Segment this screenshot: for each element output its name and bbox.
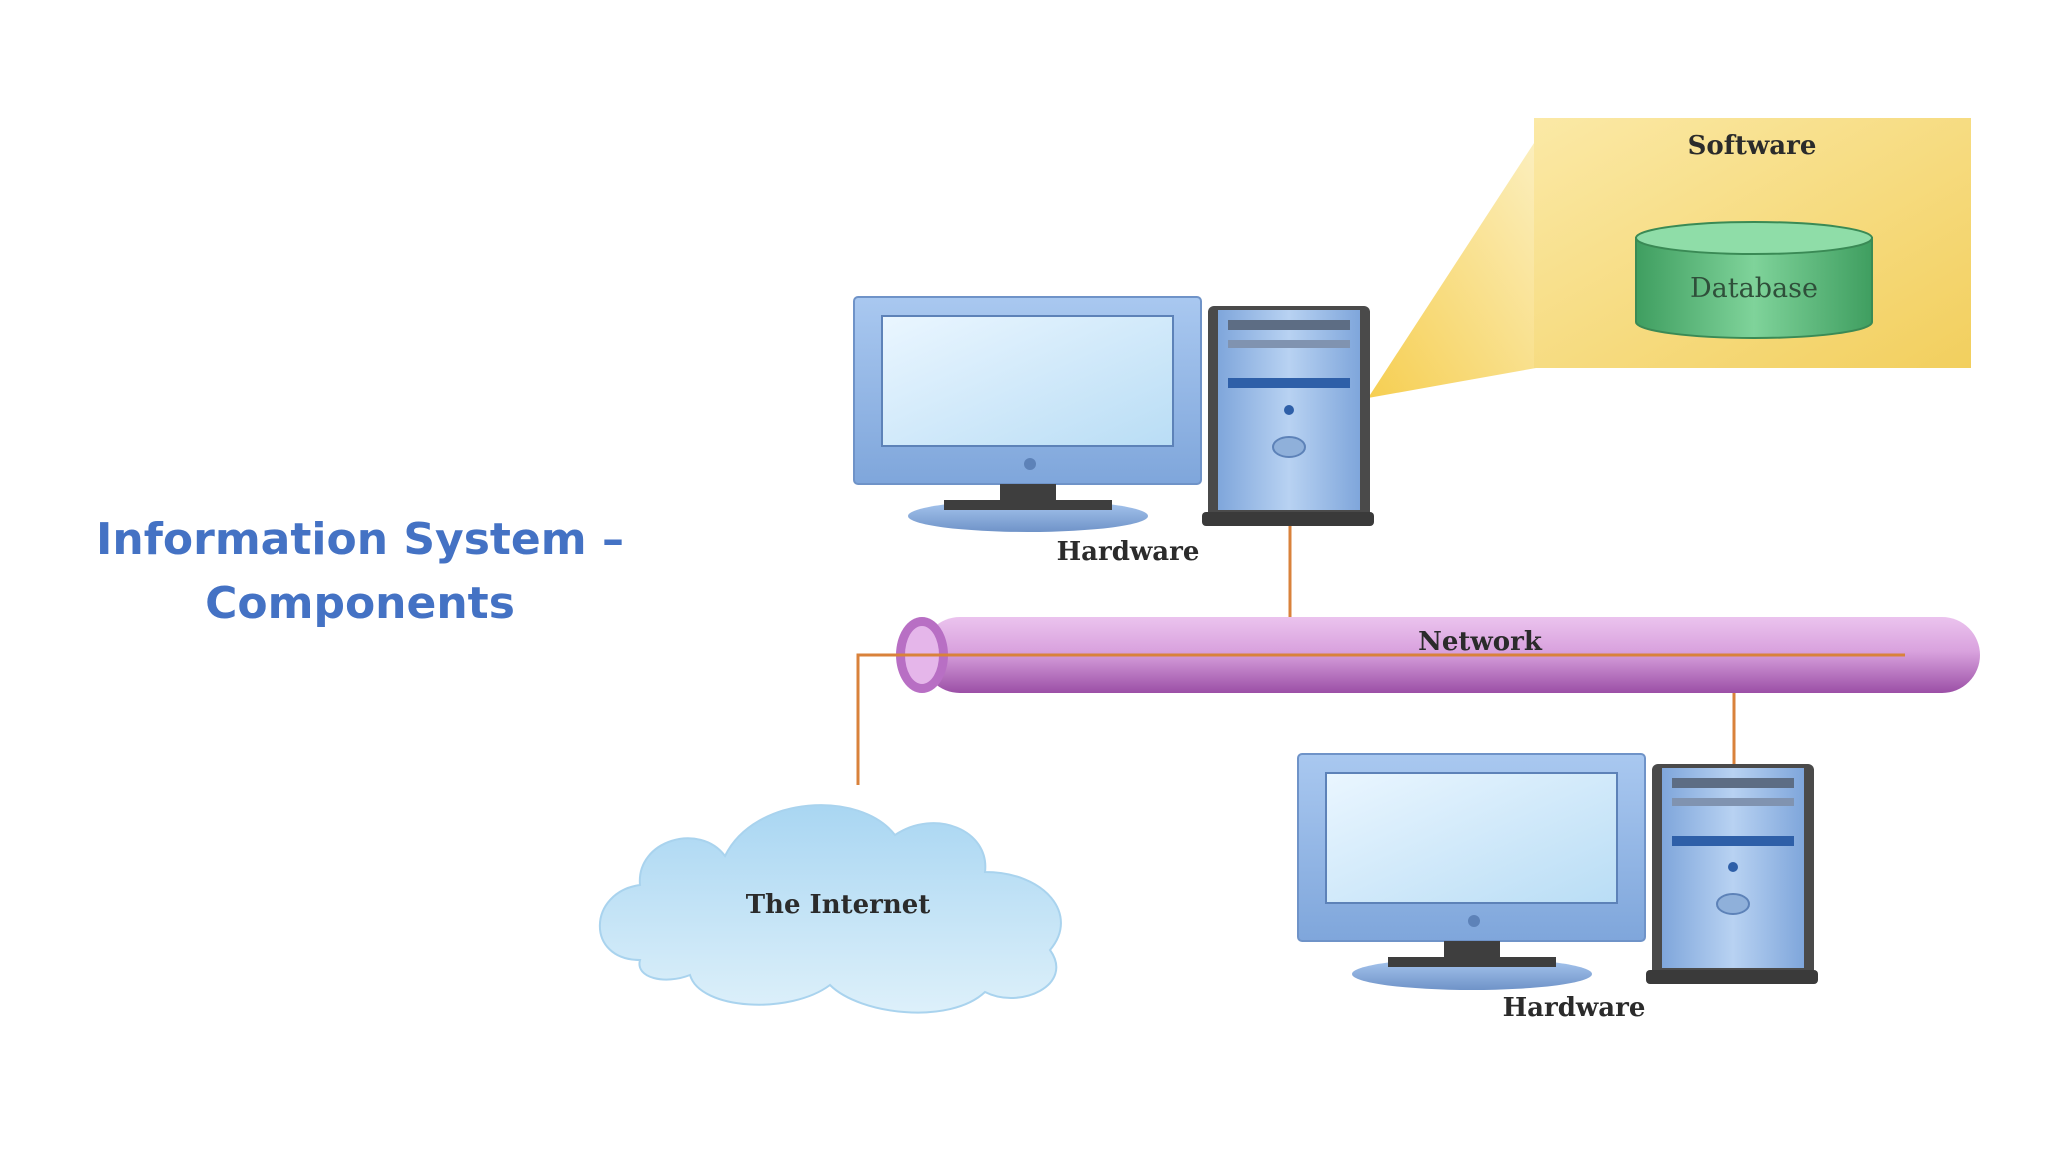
software-box: Software Database [1534, 118, 1971, 368]
slide-title: Information System – Components [70, 508, 650, 636]
slide-title-line-2: Components [205, 578, 515, 629]
bottom-monitor-icon [1297, 753, 1646, 990]
internet-cloud-icon: The Internet [598, 804, 1062, 1014]
top-tower-icon [1202, 306, 1374, 526]
top-hardware-computer-icon: Hardware [853, 296, 1374, 567]
slide-title-line-1: Information System – [96, 514, 624, 565]
database-cylinder-icon [1635, 221, 1873, 339]
bottom-hardware-computer-icon: Hardware [1297, 753, 1818, 1023]
software-label: Software [1688, 131, 1817, 161]
internet-label: The Internet [746, 890, 931, 920]
hardware-bottom-label: Hardware [1503, 993, 1646, 1023]
network-label: Network [1418, 627, 1543, 657]
hardware-top-label: Hardware [1057, 537, 1200, 567]
top-monitor-icon [853, 296, 1202, 532]
database-label: Database [1690, 273, 1818, 304]
bottom-tower-icon [1646, 764, 1818, 984]
software-callout-beam [1368, 140, 1536, 398]
network-pipe: Network [858, 617, 1980, 693]
